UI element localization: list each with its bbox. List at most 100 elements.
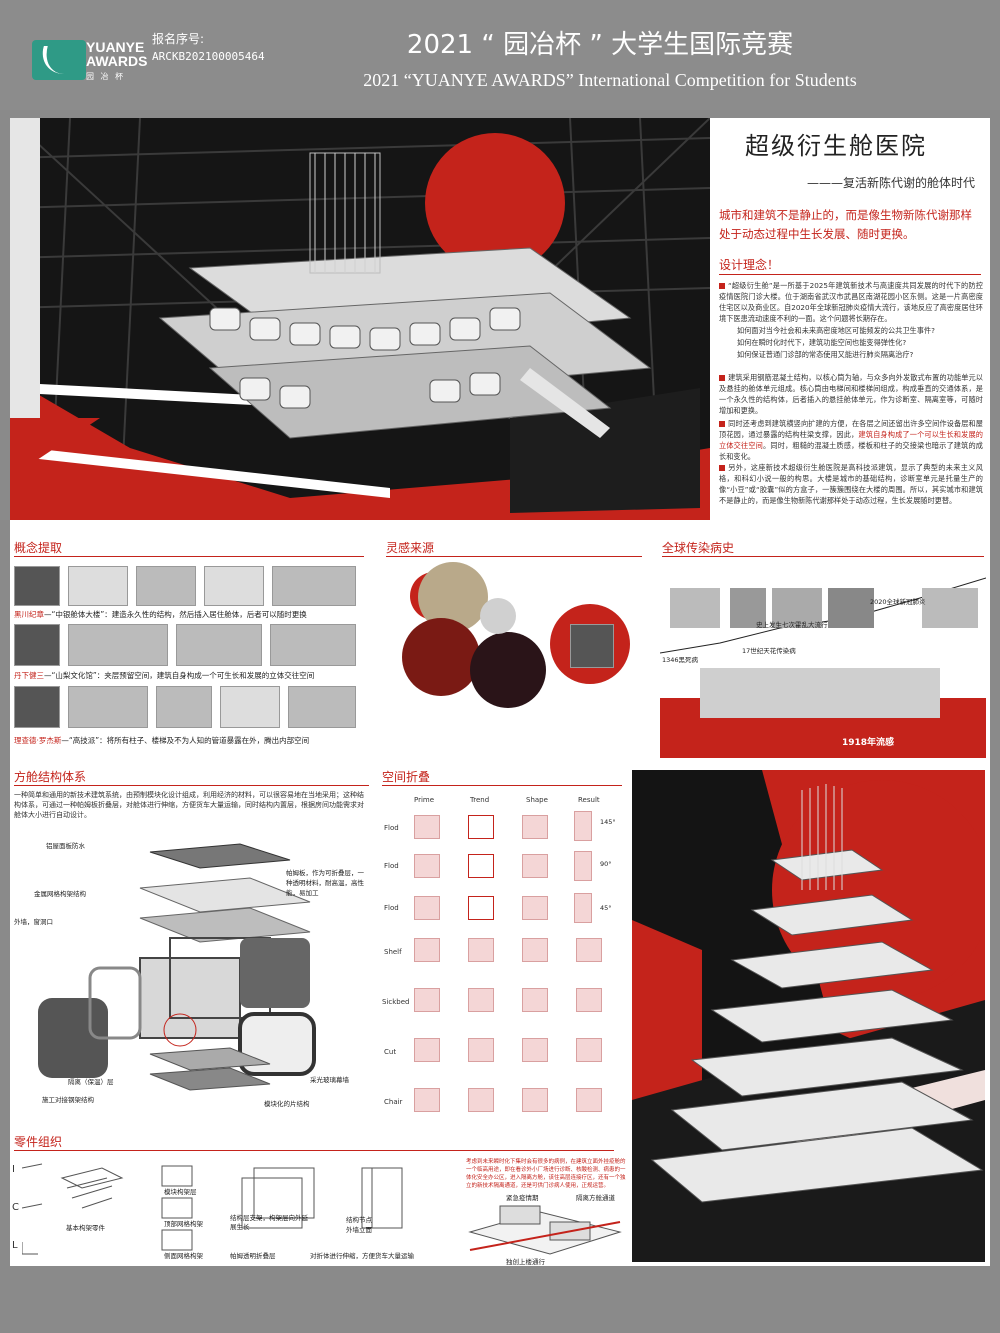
fold-cell [414,1088,440,1112]
fold-col-prime: Prime [414,796,435,804]
fold-cell [414,988,440,1012]
logo-swoosh-icon [36,46,82,74]
isolation-channel-diagram [468,1205,622,1255]
fold-cell [522,815,548,839]
fold-col-trend: Trend [470,796,490,804]
bullet-square-icon [719,283,725,289]
p3a-text: 同时还考虑到建筑横竖向扩建的方便，在各层之间还留出许多空间作设备层和屋顶花园，通… [719,419,983,439]
hero-rendering [10,118,710,520]
diagram-label-1: 紧急疫情期 [506,1194,539,1202]
fold-cell [576,1088,602,1112]
label-steel: 金属网格构架结构 [34,890,86,898]
label-iso: 隔离（保温）层 [68,1078,114,1086]
fold-cell [414,938,440,962]
parts-label-6: 帕姆透明折叠层 [230,1252,276,1260]
angle-145: 145° [600,818,616,826]
label-roof: 铝屋面板防水 [46,842,85,850]
c3-text: —“高技派”：将所有柱子、楼梯及不为人知的管道暴露在外，腾出内部空间 [61,736,310,745]
parts-divider [14,1150,614,1151]
fold-cell [522,1088,548,1112]
fold-cell [468,896,494,920]
bullet-square-icon [719,375,725,381]
project-text-column: 超级衍生舱医院 ———复活新陈代谢的舱体时代 城市和建筑不是静止的，而是像生物新… [715,118,985,520]
inspiration-heading: 灵感来源 [386,541,435,555]
fold-cell [414,815,440,839]
fold-cell [468,854,494,878]
p2-text: 建筑采用钢筋混凝土结构，以核心筒为轴，与众多向外发散式布置的功能单元以及悬挂的舱… [719,373,983,415]
concept-caption-2: 丹下健三—“山梨文化馆”：夹层预留空间，建筑自身构成一个可生长和发展的立体交往空… [14,670,314,681]
concept-photo-1 [136,566,196,606]
hero-illustration [10,118,710,520]
history-timeline [660,577,986,758]
design-paragraph-2: 建筑采用钢筋混凝土结构，以核心筒为轴，与众多向外发散式布置的功能单元以及悬挂的舱… [719,372,983,416]
question-3: 如何保证普通门诊部的常态使用又能进行肺炎隔离治疗? [737,350,914,359]
folding-heading: 空间折叠 [382,770,431,784]
modular-heading: 方舱结构体系 [14,770,87,784]
exploded-axonometric [38,843,316,1091]
fold-row-sickbed: Sickbed [382,998,410,1006]
concept-caption-3: 理查德·罗杰斯—“高技派”：将所有柱子、楼梯及不为人知的管道暴露在外，腾出内部空… [14,735,309,746]
logo-text: YUANYE AWARDS [86,39,148,69]
c1-text: —“中银舱体大楼”：建造永久性的结构，然后插入居住舱体，后者可以随时更换 [44,610,307,619]
logo-sub: 园 冶 杯 [86,72,126,81]
folding-divider [382,785,622,786]
history-label-2020: 2020全球新冠肺炎 [870,598,926,606]
question-1: 如何面对当今社会和未来高密度地区可能频发的公共卫生事件? [737,326,935,335]
fold-cell [414,854,440,878]
fold-cell [468,1088,494,1112]
footer-band [0,1268,1000,1333]
inspiration-divider [386,556,642,557]
fold-cell [468,988,494,1012]
concept-divider [14,556,364,557]
concept-photo-7 [156,686,212,728]
fold-cell [574,811,592,841]
fold-cell [574,851,592,881]
fold-cell [468,815,494,839]
concept-plan-1 [68,566,128,606]
history-divider [662,556,984,557]
label-glass: 采光玻璃幕墙 [310,1076,349,1084]
p3b-text: 。同时，粗糙的混凝土质感，楼板和柱子的交接梁也暗示了建筑的成长和变化。 [719,441,983,461]
portrait-rogers [14,686,60,728]
history-label-17c: 17世纪天花传染病 [742,647,796,655]
fold-cell [576,1038,602,1062]
history-label-cholera: 史上发生七次霍乱大流行 [756,621,828,629]
c3-name: 理查德·罗杰斯 [14,736,62,745]
fold-row-1: Flod [384,824,399,832]
parts-row-c: C [12,1202,19,1213]
concept-photo-2 [272,566,356,606]
competition-title-en: 2021 “YUANYE AWARDS” International Compe… [363,70,857,90]
label-wall: 外墙，窗洞口 [14,918,53,926]
insp-circle-dark-red [402,618,480,696]
label-module: 模块化的片结构 [264,1100,310,1108]
parts-label-1: 模块构架层 [164,1188,197,1196]
parts-label-5: 结构层支架，构架层向外延展生长 [230,1214,308,1231]
fold-cell [522,1038,548,1062]
concept-diagram-1 [204,566,264,606]
parts-label-9: 外墙立面 [346,1226,372,1234]
insp-book-cover [570,624,614,668]
fold-row-cut: Cut [384,1048,397,1056]
c1-name: 黑川纪章 [14,610,44,619]
concept-caption-1: 黑川纪章—“中银舱体大楼”：建造永久性的结构，然后插入居住舱体，后者可以随时更换 [14,609,307,620]
parts-row-l: L [12,1240,18,1251]
fold-cell [414,896,440,920]
parts-row-i: I [12,1164,15,1175]
concept-photo-4 [176,624,262,666]
fold-cell [522,938,548,962]
insp-circle-black [470,632,546,708]
competition-title-cn: 2021 “ 园冶杯 ” 大学生国际竞赛 [406,30,794,60]
angle-45: 45° [600,904,612,912]
fold-cell [522,896,548,920]
header: YUANYE AWARDS 园 冶 杯 报名序号: ARCKB202100005… [0,0,1000,110]
fold-cell [468,938,494,962]
concept-photo-8 [220,686,280,728]
fold-col-shape: Shape [526,796,548,804]
portrait-tange [14,624,60,666]
parts-note: 考虑到未来瞬时化下集时会有很多的病例，在建筑立面外挂疫舱的一个临高用途，即在看诊… [466,1159,626,1189]
p3-highlight: 建筑自身构成了一个可以生长和发展的立体交往空间 [719,430,983,450]
parts-label-3: 侧面网格构架 [164,1252,203,1260]
parts-heading: 零件组织 [14,1135,63,1149]
question-2: 如何在瞬时化时代下，建筑功能空间也能变得弹性化? [737,338,907,347]
